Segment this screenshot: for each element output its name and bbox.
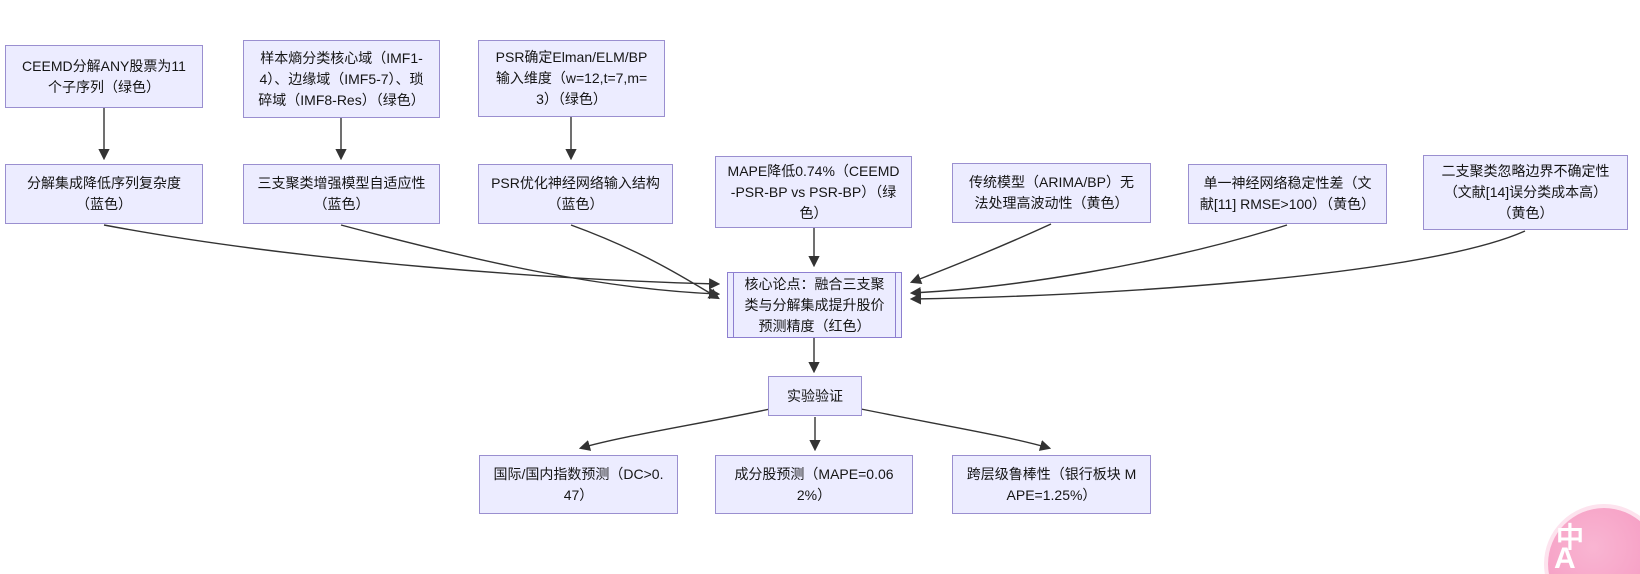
node-single-nn: 单一神经网络稳定性差（文献[11] RMSE>100）（黄色）	[1188, 164, 1387, 224]
node-index-prediction: 国际/国内指数预测（DC>0.47）	[479, 455, 678, 514]
node-ceemd-decompose: CEEMD分解ANY股票为11个子序列（绿色）	[5, 45, 203, 108]
node-psr-optimize: PSR优化神经网络输入结构（蓝色）	[478, 164, 673, 224]
translate-zh-icon: 中	[1556, 522, 1585, 553]
node-label: 核心论点：融合三支聚类与分解集成提升股价预测精度（红色）	[744, 275, 885, 334]
node-label: 实验验证	[787, 387, 843, 404]
edge-singlenn-to-core	[909, 224, 1288, 299]
node-core-thesis: 核心论点：融合三支聚类与分解集成提升股价预测精度（红色）	[727, 272, 902, 338]
edge-experiment-to-crosslevel	[860, 408, 1052, 451]
edge-experiment-to-index	[578, 408, 771, 451]
node-label: 单一神经网络稳定性差（文献[11] RMSE>100）（黄色）	[1199, 175, 1376, 212]
translate-float-button[interactable]: 中 A	[1548, 508, 1640, 574]
node-label: 样本熵分类核心域（IMF1-4）、边缘域（IMF5-7）、琐碎域（IMF8-Re…	[258, 49, 425, 108]
node-experiment: 实验验证	[768, 376, 862, 416]
node-label: MAPE降低0.74%（CEEMD-PSR-BP vs PSR-BP）（绿色）	[727, 162, 900, 221]
node-cross-level: 跨层级鲁棒性（银行板块 MAPE=1.25%）	[952, 455, 1151, 514]
node-label: 成分股预测（MAPE=0.062%）	[734, 465, 894, 503]
edge-psropt-to-core	[570, 224, 720, 300]
node-label: 三支聚类增强模型自适应性（蓝色）	[257, 175, 426, 212]
node-label: PSR确定Elman/ELM/BP输入维度（w=12,t=7,m=3）（绿色）	[495, 49, 648, 107]
node-label: 二支聚类忽略边界不确定性（文献[14]误分类成本高）（黄色）	[1441, 163, 1610, 221]
node-traditional-model: 传统模型（ARIMA/BP）无法处理高波动性（黄色）	[952, 163, 1151, 223]
edge-traditional-to-core	[909, 223, 1052, 285]
node-two-way-cluster: 二支聚类忽略边界不确定性（文献[14]误分类成本高）（黄色）	[1423, 155, 1628, 230]
translate-en-icon: A	[1554, 542, 1576, 574]
node-label: 跨层级鲁棒性（银行板块 MAPE=1.25%）	[966, 465, 1137, 503]
edge-cluster-to-core	[340, 224, 721, 300]
edge-twoway-to-core	[909, 230, 1526, 305]
node-label: CEEMD分解ANY股票为11个子序列（绿色）	[22, 57, 186, 95]
node-three-way-cluster: 三支聚类增强模型自适应性（蓝色）	[243, 164, 440, 224]
node-mape-reduce: MAPE降低0.74%（CEEMD-PSR-BP vs PSR-BP）（绿色）	[715, 156, 912, 228]
node-sample-entropy: 样本熵分类核心域（IMF1-4）、边缘域（IMF5-7）、琐碎域（IMF8-Re…	[243, 40, 440, 118]
node-label: 分解集成降低序列复杂度（蓝色）	[27, 175, 181, 212]
node-component-stock: 成分股预测（MAPE=0.062%）	[715, 455, 913, 514]
node-decompose-integrate: 分解集成降低序列复杂度（蓝色）	[5, 164, 203, 224]
node-label: 传统模型（ARIMA/BP）无法处理高波动性（黄色）	[969, 174, 1134, 211]
node-psr-dimension: PSR确定Elman/ELM/BP输入维度（w=12,t=7,m=3）（绿色）	[478, 40, 665, 117]
edge-decompose-to-core	[103, 224, 721, 290]
node-label: 国际/国内指数预测（DC>0.47）	[493, 465, 664, 503]
node-label: PSR优化神经网络输入结构（蓝色）	[491, 175, 660, 212]
